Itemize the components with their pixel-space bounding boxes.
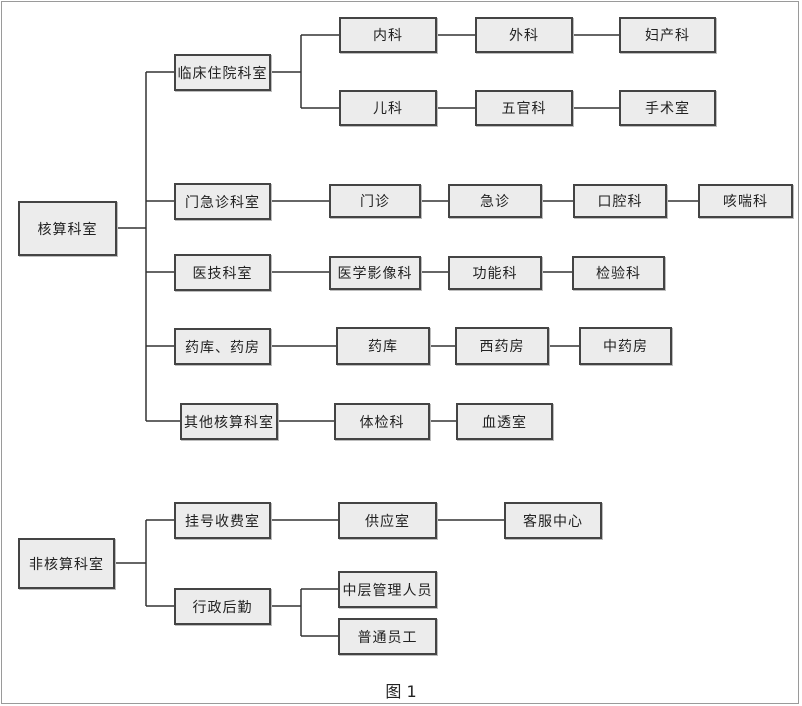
- group-medical-tech: 医技科室: [174, 254, 271, 291]
- dept-operating-room: 手术室: [619, 90, 716, 126]
- dept-drug-storage: 药库: [336, 327, 430, 365]
- dept-respiratory: 咳喘科: [698, 184, 793, 218]
- root-accounting-departments: 核算科室: [18, 201, 117, 256]
- dept-emergency: 急诊: [448, 184, 542, 218]
- group-pharmacy: 药库、药房: [174, 328, 271, 365]
- dept-middle-management: 中层管理人员: [338, 571, 437, 608]
- group-inpatient: 临床住院科室: [174, 54, 271, 91]
- dept-laboratory: 检验科: [572, 256, 665, 290]
- dept-internal-medicine: 内科: [339, 17, 437, 53]
- dept-ent-ophthalmology: 五官科: [475, 90, 573, 126]
- dept-stomatology: 口腔科: [573, 184, 667, 218]
- dept-supply-room: 供应室: [338, 502, 437, 539]
- dept-regular-staff: 普通员工: [338, 618, 437, 655]
- dept-chinese-pharmacy: 中药房: [579, 327, 672, 365]
- figure-caption: 图 1: [385, 682, 417, 701]
- dept-physical-exam: 体检科: [334, 403, 430, 440]
- dept-dialysis: 血透室: [456, 403, 553, 440]
- dept-outpatient: 门诊: [329, 184, 421, 218]
- dept-obgyn: 妇产科: [619, 17, 716, 53]
- dept-medical-imaging: 医学影像科: [329, 256, 421, 290]
- dept-pediatrics: 儿科: [339, 90, 437, 126]
- group-admin-logistics: 行政后勤: [174, 588, 271, 625]
- dept-surgery: 外科: [475, 17, 573, 53]
- dept-customer-service: 客服中心: [504, 502, 602, 539]
- dept-functional: 功能科: [448, 256, 542, 290]
- group-registration-billing: 挂号收费室: [174, 502, 271, 539]
- root-non-accounting-departments: 非核算科室: [18, 538, 115, 589]
- dept-western-pharmacy: 西药房: [455, 327, 549, 365]
- group-other-accounting: 其他核算科室: [180, 403, 278, 440]
- group-outpatient-emergency: 门急诊科室: [174, 183, 271, 220]
